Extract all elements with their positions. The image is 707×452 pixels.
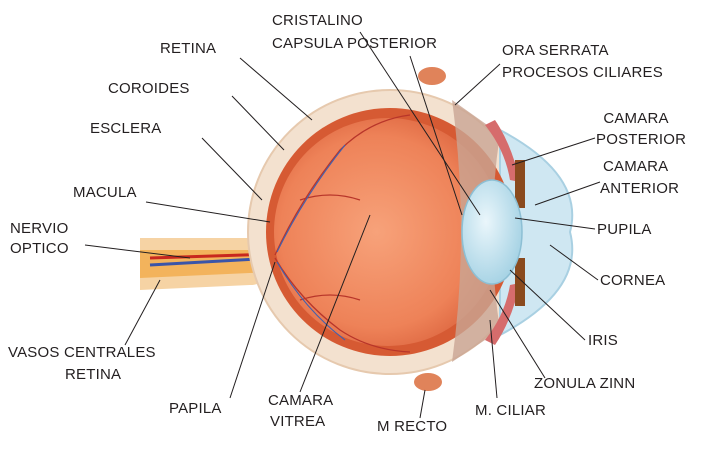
ciliary-body-bottom (485, 283, 520, 345)
label-retina: RETINA (160, 40, 217, 57)
label-iris: IRIS (588, 332, 618, 349)
rectus-muscle-top (418, 67, 446, 85)
iris-bottom (515, 258, 525, 306)
label-papila: PAPILA (169, 400, 222, 417)
label-ora-serrata: ORA SERRATA (502, 42, 609, 59)
label-cornea: CORNEA (600, 272, 666, 289)
label-m-recto: M RECTO (377, 418, 448, 435)
label-procesos-ciliares: PROCESOS CILIARES (502, 64, 663, 81)
leader-lines (84, 31, 601, 419)
vitreous-chamber (274, 118, 502, 346)
label-vasos-centrales: VASOS CENTRALES (8, 344, 156, 361)
retinal-veins (276, 144, 346, 341)
label-pupila: PUPILA (597, 221, 652, 238)
label-camara-anterior-line2: ANTERIOR (600, 180, 680, 197)
label-capsula-posterior: CAPSULA POSTERIOR (272, 35, 438, 52)
label-camara-posterior-line1: CAMARA (603, 110, 669, 127)
rectus-muscle-bottom (414, 373, 442, 391)
label-nervio-optico-line2: OPTICO (10, 240, 69, 257)
label-coroides: COROIDES (108, 80, 190, 97)
label-nervio-optico-line1: NERVIO (10, 220, 69, 237)
label-vasos-retina: RETINA (65, 366, 122, 383)
lens (461, 179, 523, 285)
ciliary-body-top (485, 120, 520, 182)
label-camara-vitrea-line2: VITREA (270, 413, 326, 430)
label-camara-vitrea-line1: CAMARA (268, 392, 334, 409)
label-m-ciliar: M. CILIAR (475, 402, 546, 419)
label-zonula-zinn: ZONULA ZINN (534, 375, 636, 392)
iris-top (515, 160, 525, 208)
label-esclera: ESCLERA (90, 120, 162, 137)
label-macula: MACULA (73, 184, 137, 201)
retinal-arteries (274, 114, 411, 353)
label-camara-anterior-line1: CAMARA (603, 158, 669, 175)
label-cristalino: CRISTALINO (272, 12, 363, 29)
label-camara-posterior-line2: POSTERIOR (596, 131, 687, 148)
